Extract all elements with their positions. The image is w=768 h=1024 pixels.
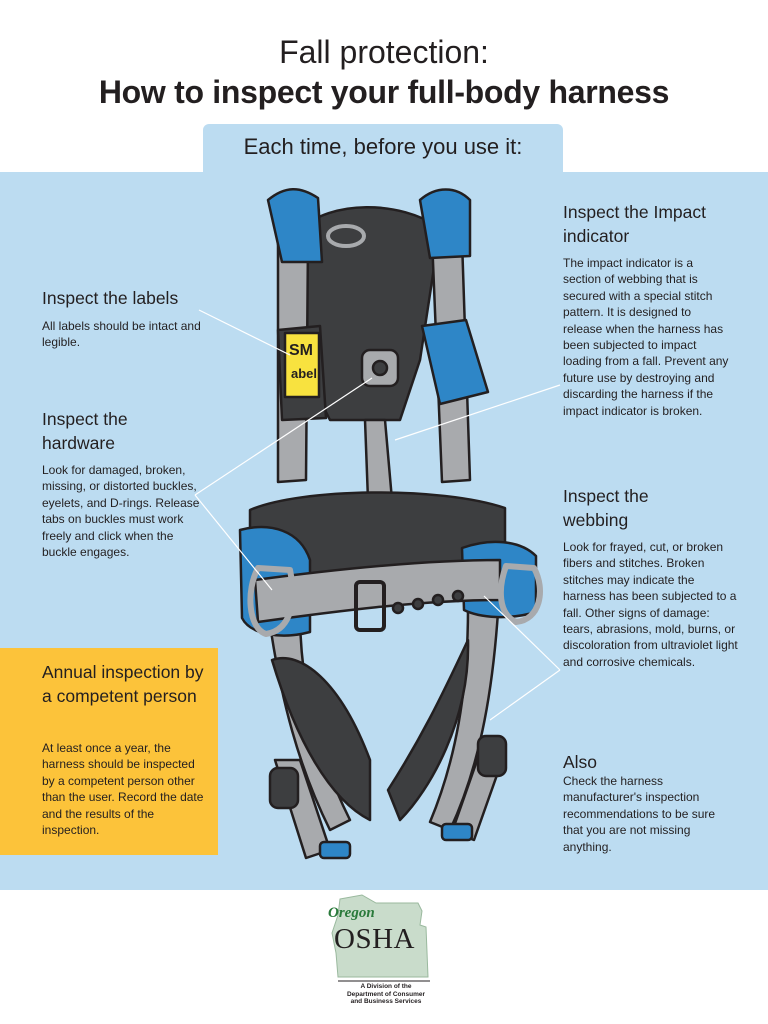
callout-line-webbing-1 <box>483 595 561 671</box>
callout-line-webbing-2 <box>489 669 561 721</box>
chest-buckle-hole <box>371 359 389 377</box>
subtitle: Each time, before you use it: <box>243 134 523 159</box>
labels-heading: Inspect the labels <box>42 288 179 308</box>
also-body: Check the harness manufacturer's inspect… <box>563 774 716 854</box>
harness-label-text-1: SM <box>289 342 313 359</box>
dorsal-d-ring <box>326 224 366 248</box>
right-leg-buckle <box>476 734 508 778</box>
oregon-osha-logo: Oregon OSHA A Division of the Department… <box>318 893 448 1015</box>
annual-inspection-box <box>0 648 218 855</box>
belt-buckle <box>354 580 386 632</box>
hardware-body: Look for damaged, broken, missing, or di… <box>42 463 200 560</box>
left-shoulder-pad <box>266 188 324 264</box>
oregon-state-shape-icon <box>331 894 430 982</box>
annual-body: At least once a year, the harness should… <box>42 741 204 838</box>
logo-division-line-2: Department of Consumer <box>346 990 425 998</box>
webbing-body: Look for frayed, cut, or broken fibers a… <box>563 540 738 669</box>
callout-line-labels <box>198 309 291 356</box>
logo-division-line-3: and Business Services <box>350 998 422 1005</box>
callout-line-impact <box>394 384 561 441</box>
right-d-ring <box>497 563 543 625</box>
left-d-ring <box>247 565 296 637</box>
also-heading: Also <box>563 752 598 772</box>
harness-label <box>283 331 321 399</box>
right-chest-pad <box>420 318 490 406</box>
logo-division-text: A Division of the Department of Consumer… <box>338 983 434 1006</box>
subtitle-tab <box>203 124 563 176</box>
title-line-2: How to inspect your full-body harness <box>98 74 670 110</box>
left-leg-pad <box>270 657 372 822</box>
logo-osha-text: OSHA <box>334 923 415 955</box>
belt-hole <box>451 589 465 603</box>
right-strap-end <box>440 822 474 842</box>
right-leg-pad <box>386 638 470 822</box>
belt-hole <box>411 597 425 611</box>
logo-oregon-text: Oregon <box>328 905 375 921</box>
right-shoulder-pad <box>418 188 472 260</box>
callout-line-hardware-1 <box>194 377 373 496</box>
belt-hole <box>391 601 405 615</box>
labels-body: All labels should be intact and legible. <box>42 319 201 350</box>
title-line-1: Fall protection: <box>279 34 489 70</box>
belt-hole <box>431 593 445 607</box>
center-strap <box>363 418 394 502</box>
impact-heading: Inspect the Impact indicator <box>563 202 706 246</box>
logo-division-line-1: A Division of the <box>360 983 412 990</box>
annual-heading: Annual inspection by a competent person <box>42 662 204 706</box>
left-strap-end <box>318 840 352 860</box>
left-leg-buckle <box>268 766 300 810</box>
harness-label-text-2: abel <box>291 366 317 381</box>
callout-line-hardware-2 <box>194 494 273 591</box>
hardware-heading: Inspect the hardware <box>42 409 128 453</box>
impact-body: The impact indicator is a section of web… <box>563 256 729 418</box>
webbing-heading: Inspect the webbing <box>563 486 649 530</box>
